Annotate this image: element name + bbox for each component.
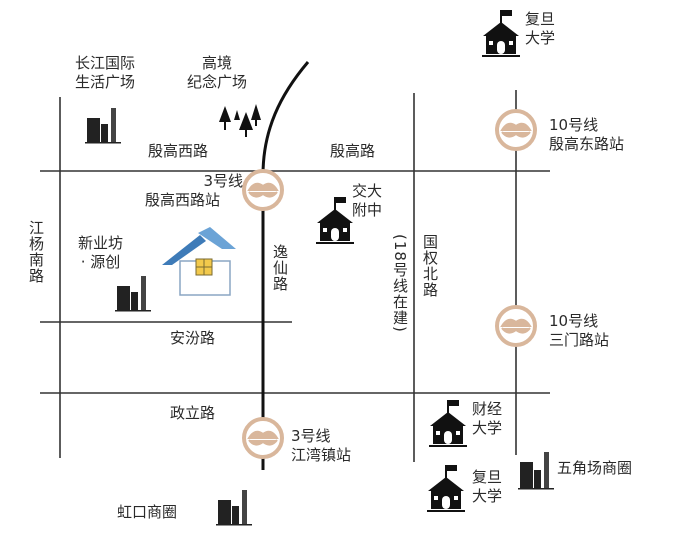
road-label: 逸仙路 xyxy=(271,244,289,292)
building-icon xyxy=(518,452,554,490)
road-label: (18号线在建) xyxy=(391,234,409,333)
landmark-label: 五角场商圈 xyxy=(557,459,633,477)
building-icon xyxy=(115,276,151,312)
road-label: 国权北路 xyxy=(421,234,439,298)
building-icon xyxy=(216,490,252,526)
building-icon xyxy=(85,108,121,144)
project-house-icon xyxy=(162,227,236,296)
metro-icon[interactable] xyxy=(241,416,285,460)
tree-icon xyxy=(219,104,261,137)
metro-icon[interactable] xyxy=(494,108,538,152)
landmark-label: 虹口商圈 xyxy=(117,503,178,521)
landmark-label: 长江国际生活广场 xyxy=(75,54,136,91)
school-icon xyxy=(429,400,467,447)
school-icon xyxy=(427,465,465,512)
road-label: 政立路 xyxy=(170,404,216,422)
landmark-label: 复旦大学 xyxy=(525,10,556,47)
road-label: 殷高路 xyxy=(330,142,376,160)
station-label: 10号线殷高东路站 xyxy=(549,116,625,153)
road-label: 江杨南路 xyxy=(27,220,45,284)
station-label: 3号线 xyxy=(203,172,243,190)
school-icon xyxy=(316,197,354,244)
landmark-label: 复旦大学 xyxy=(472,468,503,505)
station-label: 殷高西路站 xyxy=(145,191,221,209)
station-label: 3号线江湾镇站 xyxy=(291,427,352,464)
landmark-label: 交大附中 xyxy=(352,182,383,219)
metro-icon[interactable] xyxy=(494,304,538,348)
landmark-label: 新业坊· 源创 xyxy=(78,234,124,271)
school-icon xyxy=(482,10,520,57)
metro-icon[interactable] xyxy=(241,168,285,212)
landmark-label: 高境纪念广场 xyxy=(187,54,248,91)
road-label: 安汾路 xyxy=(170,329,216,347)
station-label: 10号线三门路站 xyxy=(549,312,610,349)
landmark-label: 财经大学 xyxy=(472,400,503,437)
road-label: 殷高西路 xyxy=(148,142,209,160)
